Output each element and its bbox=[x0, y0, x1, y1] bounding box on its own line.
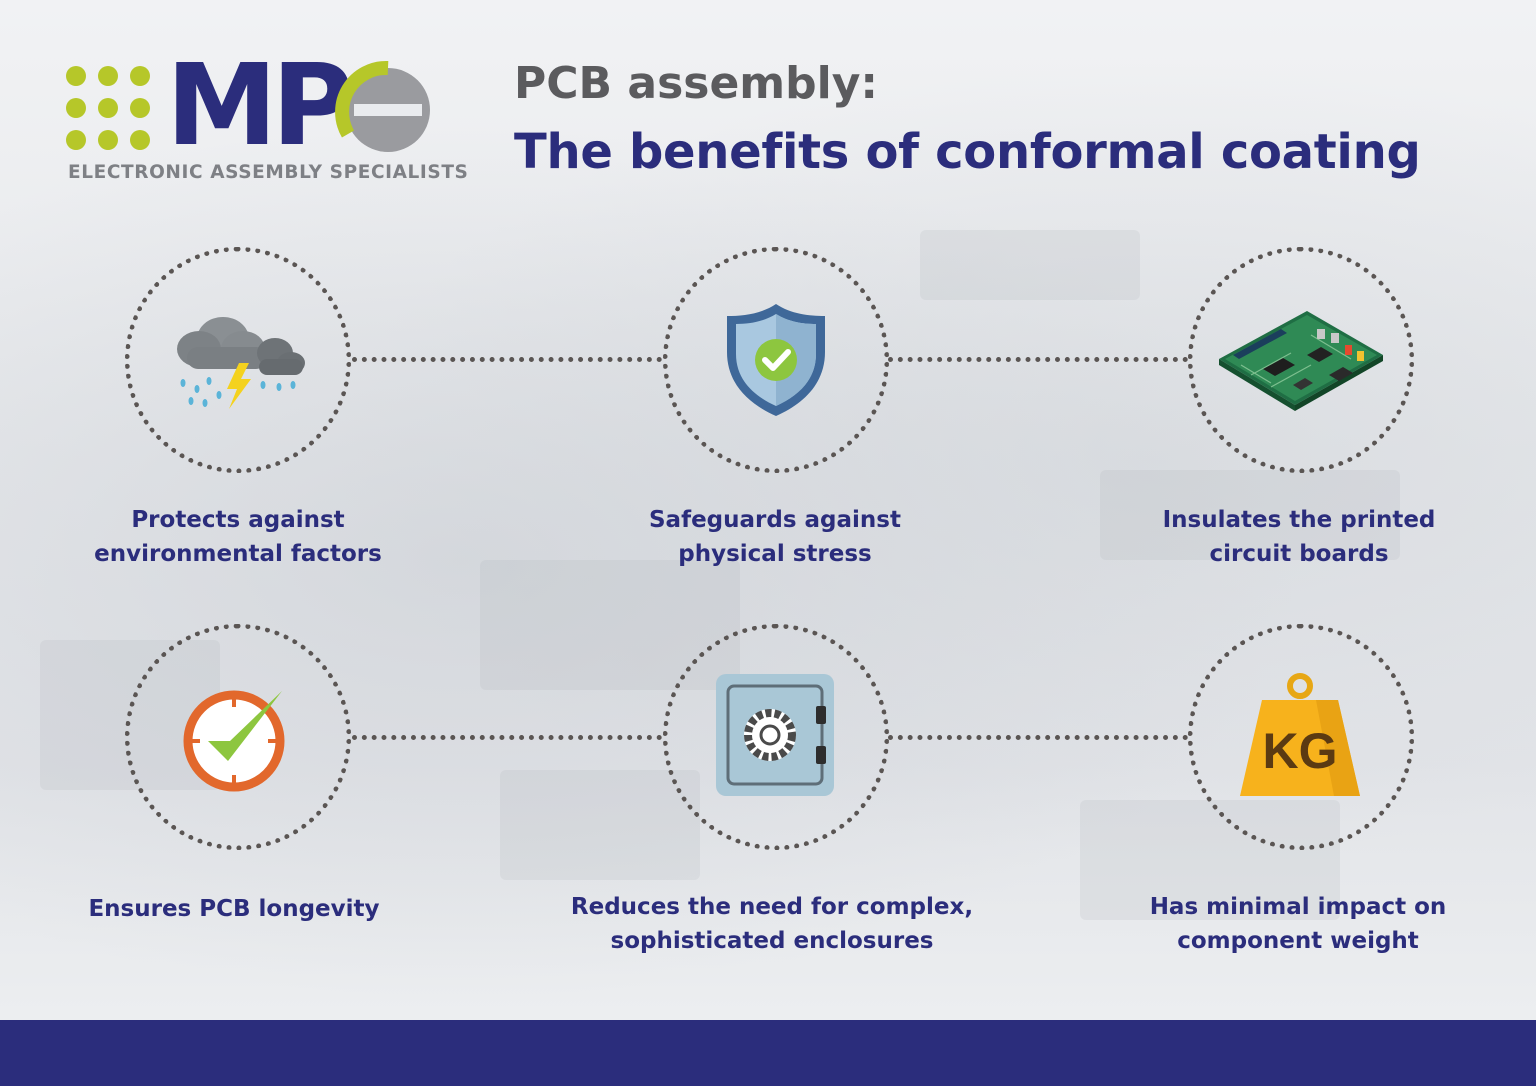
storm-cloud-icon bbox=[177, 317, 305, 409]
circuit-board-icon bbox=[1219, 311, 1383, 411]
benefit-label-line: Protects against bbox=[131, 507, 345, 533]
benefit-label-line: environmental factors bbox=[94, 541, 382, 567]
logo-tagline: ELECTRONIC ASSEMBLY SPECIALISTS bbox=[68, 162, 469, 183]
benefit-label-line: component weight bbox=[1177, 928, 1419, 954]
footer-bar bbox=[0, 1020, 1536, 1086]
shield-check-icon bbox=[727, 304, 825, 416]
benefit-circle: KG bbox=[1188, 624, 1414, 850]
benefit-label-line: Ensures PCB longevity bbox=[88, 896, 380, 922]
benefit-label: Safeguards against physical stress bbox=[555, 503, 995, 571]
benefit-label: Insulates the printed circuit boards bbox=[1079, 503, 1519, 571]
weight-label: KG bbox=[1263, 723, 1338, 779]
connector-line bbox=[352, 735, 662, 740]
benefit-circle bbox=[663, 247, 889, 473]
benefit-label-line: Insulates the printed bbox=[1162, 507, 1436, 533]
connector-line bbox=[888, 735, 1188, 740]
safe-icon bbox=[716, 674, 834, 796]
page-title-line2: The benefits of conformal coating bbox=[514, 124, 1421, 180]
benefit-circle bbox=[1188, 247, 1414, 473]
logo-dot-grid bbox=[66, 66, 158, 154]
page-title-line1: PCB assembly: bbox=[514, 58, 879, 109]
mpe-logo: MP ELECTRONIC ASSEMBLY SPECIALISTS bbox=[66, 44, 468, 190]
benefit-label-line: physical stress bbox=[678, 541, 872, 567]
clock-check-icon bbox=[183, 690, 285, 792]
benefit-label-line: sophisticated enclosures bbox=[610, 928, 934, 954]
benefit-label-line: Reduces the need for complex, bbox=[570, 894, 974, 920]
benefit-label-line: circuit boards bbox=[1209, 541, 1389, 567]
connector-line bbox=[352, 357, 662, 362]
connector-line bbox=[888, 357, 1188, 362]
benefit-label: Protects against environmental factors bbox=[18, 503, 458, 571]
benefit-label-line: Has minimal impact on bbox=[1149, 894, 1447, 920]
svg-text:MP: MP bbox=[166, 44, 349, 154]
logo-wordmark: MP bbox=[166, 44, 430, 154]
benefit-circle bbox=[125, 247, 351, 473]
benefit-label: Reduces the need for complex, sophistica… bbox=[552, 890, 992, 958]
benefit-label: Ensures PCB longevity bbox=[14, 892, 454, 926]
benefit-label-line: Safeguards against bbox=[648, 507, 901, 533]
circuit-board-background bbox=[0, 0, 1536, 1020]
benefit-label: Has minimal impact on component weight bbox=[1078, 890, 1518, 958]
benefit-circle bbox=[125, 624, 351, 850]
benefit-circle bbox=[663, 624, 889, 850]
kg-weight-icon: KG bbox=[1240, 673, 1360, 796]
